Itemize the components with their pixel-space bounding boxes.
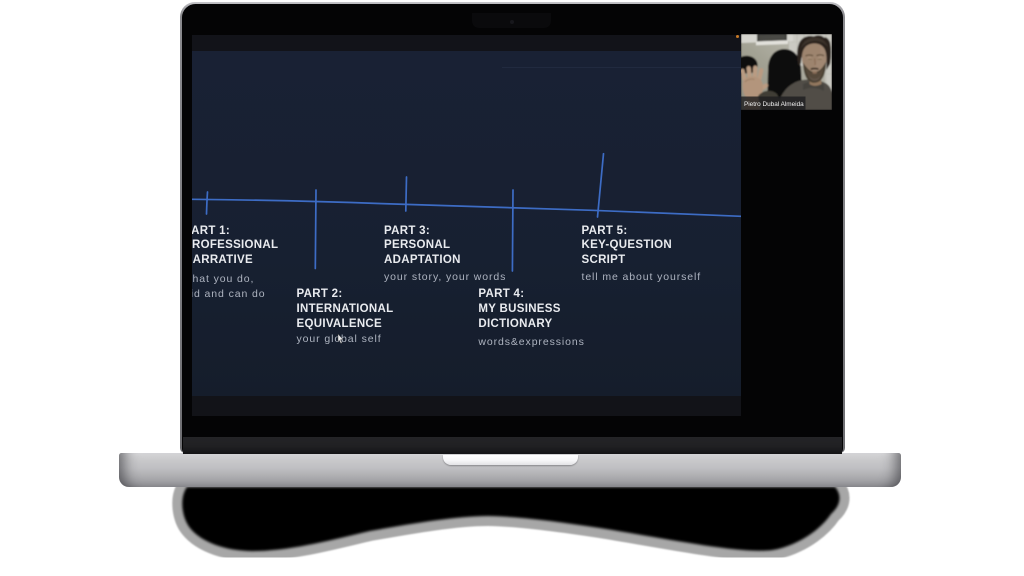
svg-text:Pietro Dubal Almeida: Pietro Dubal Almeida (744, 101, 804, 108)
